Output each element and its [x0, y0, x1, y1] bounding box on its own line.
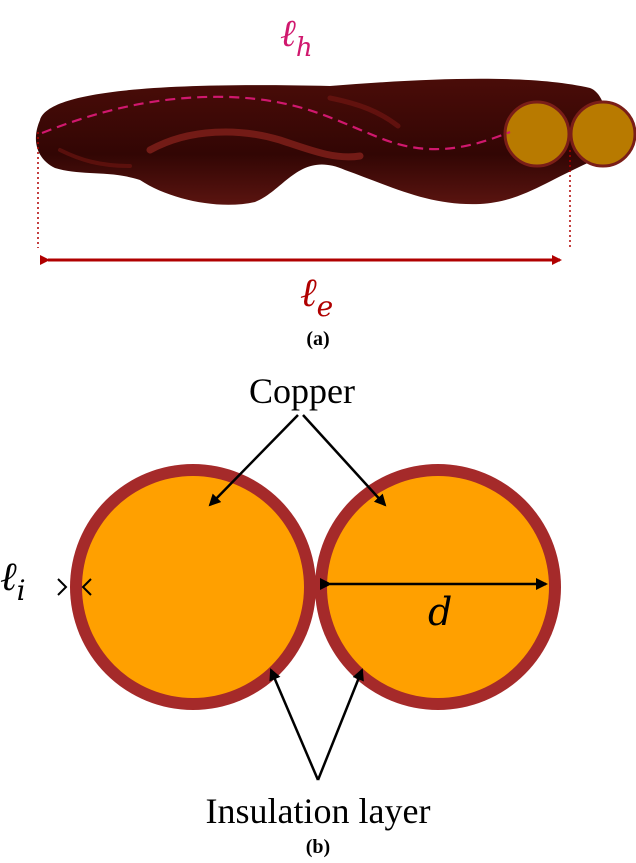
helix-length-label: ℓh [280, 11, 313, 63]
insulation-label: Insulation layer [206, 791, 431, 831]
wire-end-left [503, 100, 571, 168]
twisted-pair-body [35, 78, 607, 205]
panel-b: Copper d ℓi Insulation layer (b) [0, 371, 561, 858]
conductor-left [70, 464, 316, 710]
copper-core-right [327, 476, 549, 698]
copper-arrow-right [302, 414, 387, 507]
insulation-arrow-left [269, 668, 320, 781]
copper-arrow-left [208, 414, 299, 507]
copper-core-left [82, 476, 304, 698]
caption-b: (b) [306, 836, 330, 858]
conductor-right [315, 464, 561, 710]
thickness-tick-inner [81, 578, 92, 596]
insulation-thickness-label: ℓi [0, 554, 26, 607]
diameter-label: d [428, 590, 452, 634]
helix-path [41, 95, 511, 151]
insulation-arrow-right [316, 668, 364, 781]
caption-a: (a) [306, 328, 329, 350]
thickness-tick-outer [57, 578, 68, 596]
effective-length-label: ℓe [300, 270, 333, 323]
copper-label: Copper [249, 371, 355, 411]
panel-a: ℓh ℓe (a) [35, 11, 636, 350]
wire-end-right [569, 100, 636, 168]
